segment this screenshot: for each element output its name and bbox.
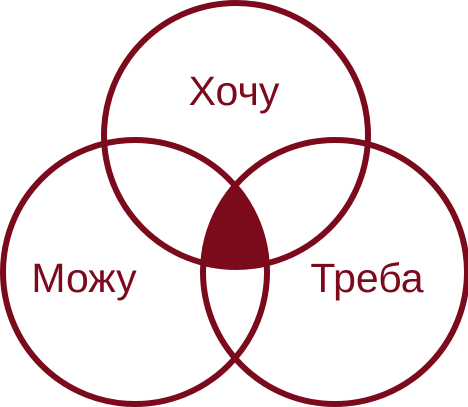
label-need: Треба [310,255,423,301]
circle-need [200,137,468,407]
label-can: Можу [31,255,137,301]
circle-want [101,0,371,270]
circle-can [0,137,270,407]
label-want: Хочу [189,68,280,114]
